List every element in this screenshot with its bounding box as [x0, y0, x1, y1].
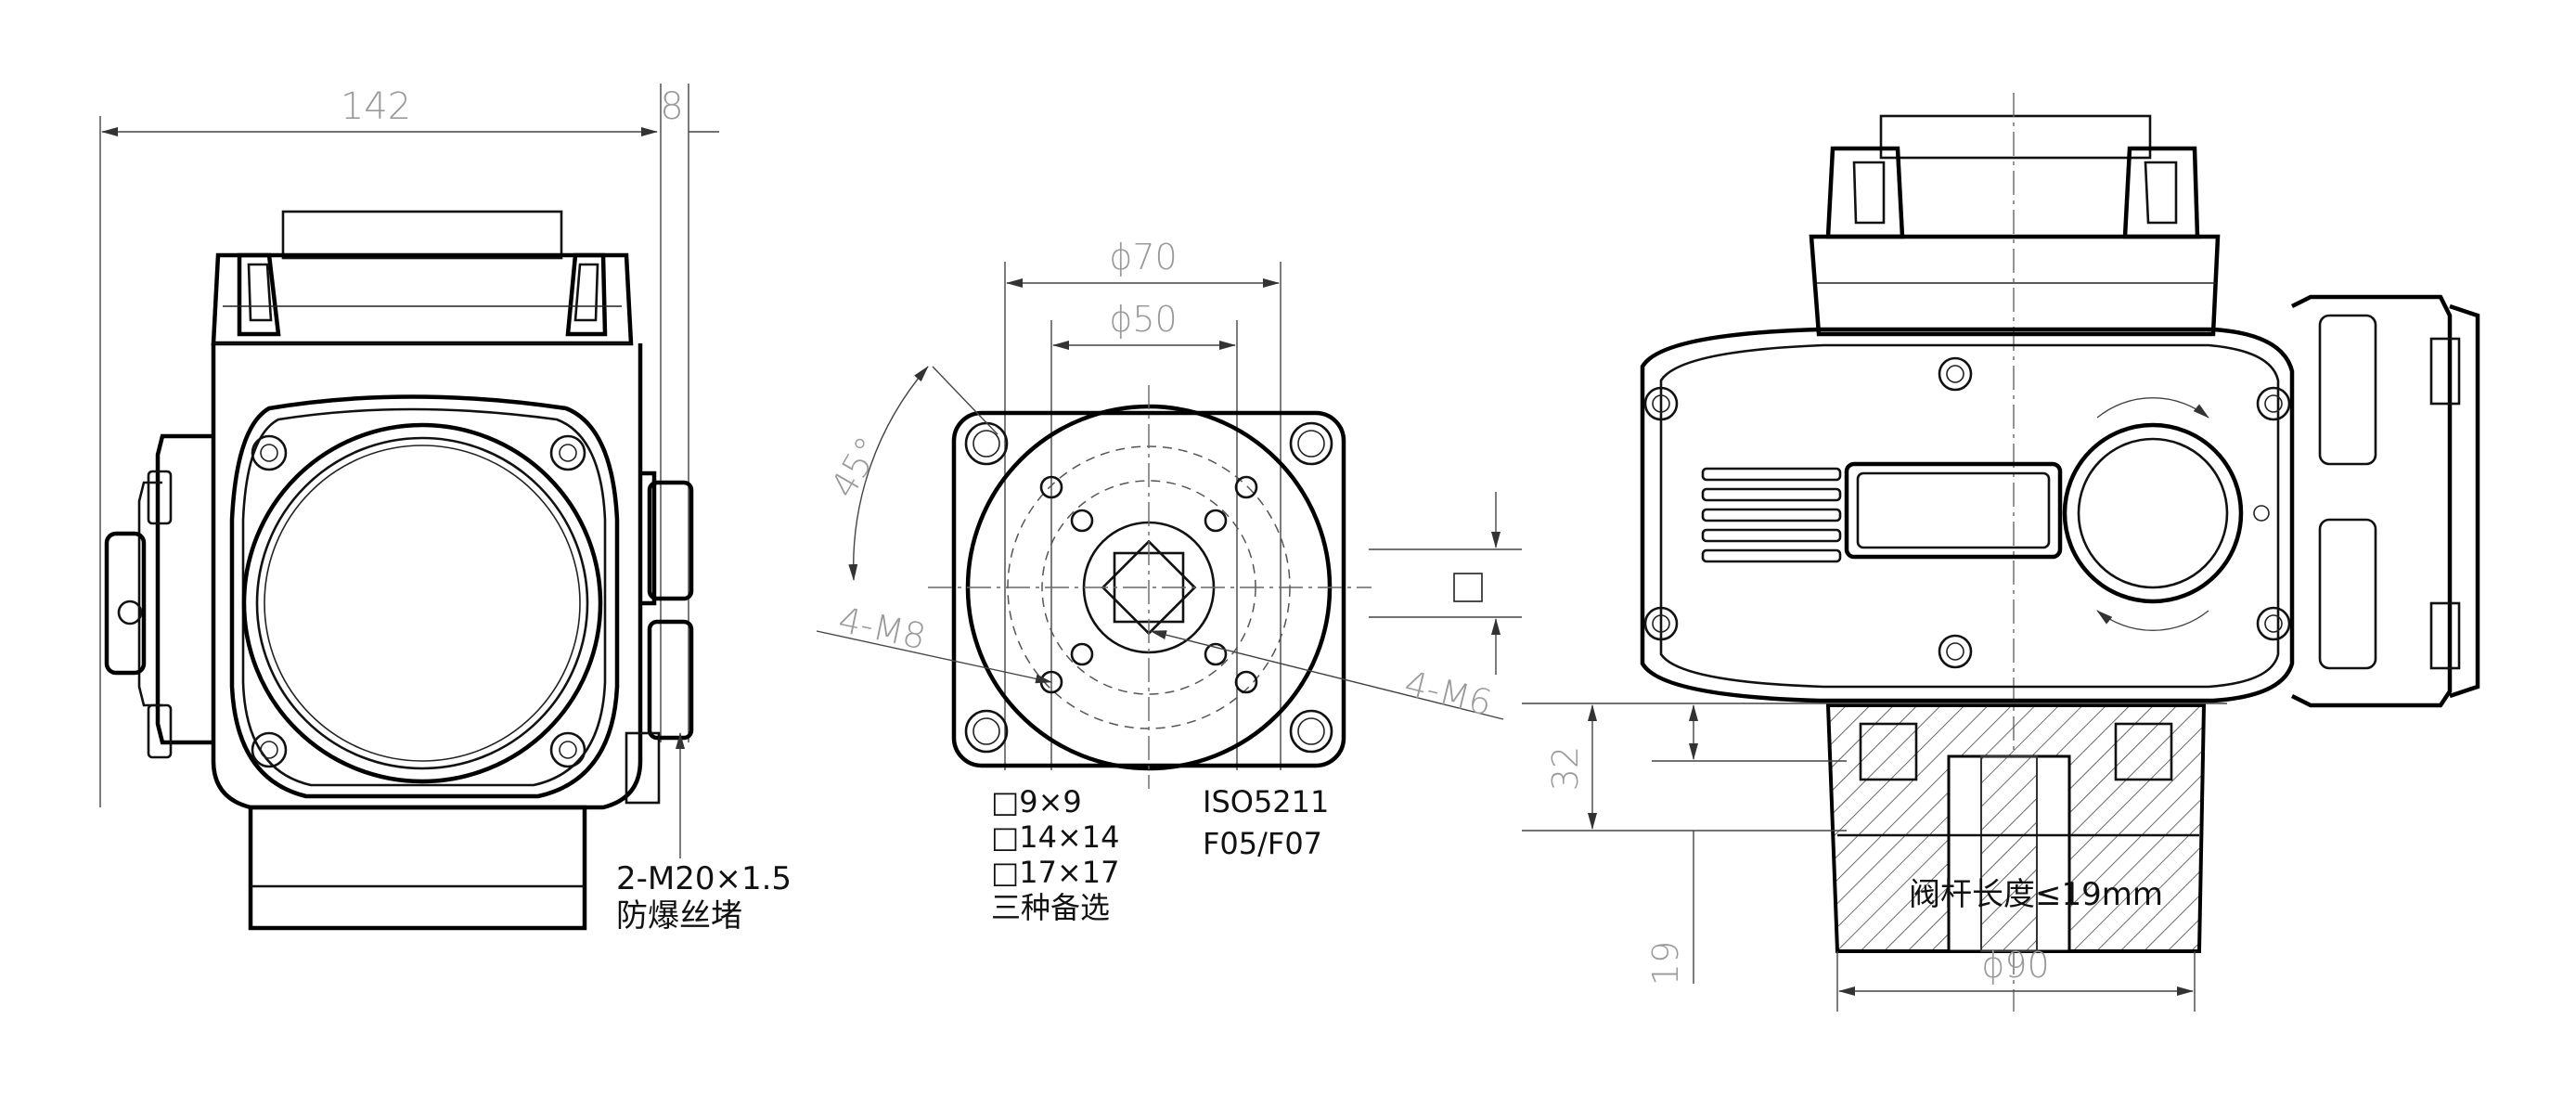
vent-slots — [1701, 467, 1842, 563]
shaft-option-2: □14×14 — [991, 819, 1119, 855]
standard-line2: F05/F07 — [1203, 826, 1322, 861]
width-dim-label: 142 — [341, 85, 411, 128]
pcd-outer-label: ϕ70 — [1109, 237, 1177, 277]
bolt-outer-label: 4-M8 — [835, 600, 930, 658]
depth-dim-label: 19 — [1645, 941, 1686, 986]
shaft-option-1: □9×9 — [991, 784, 1082, 819]
offset-dim-label: 8 — [660, 85, 683, 128]
shaft-option-3: □17×17 — [991, 855, 1119, 890]
pcd-inner-label: ϕ50 — [1109, 299, 1177, 340]
front-cover-bolts — [251, 434, 586, 768]
width-dimension: 142 8 — [99, 84, 719, 807]
stem-note: 阀杆长度≤19mm — [1909, 876, 2163, 913]
flange-view: ϕ70 ϕ50 — [816, 237, 1522, 925]
flange-corner-holes — [964, 421, 1333, 754]
height-dim-label: 32 — [1545, 746, 1586, 791]
side-view: 32 19 阀杆长度≤19mm ϕ90 — [1522, 93, 2480, 1012]
bolt-inner-label: 4-M6 — [1400, 663, 1496, 724]
shaft-option-note: 三种备选 — [991, 890, 1110, 925]
base-section — [1825, 703, 2207, 953]
plug-note-line1: 2-M20×1.5 — [616, 860, 792, 897]
standard-line1: ISO5211 — [1203, 784, 1329, 819]
base-dia-label: ϕ90 — [1981, 945, 2049, 986]
front-view: 142 8 — [99, 84, 792, 935]
angle-label: 45° — [823, 430, 890, 504]
plug-note-line2: 防爆丝堵 — [616, 897, 742, 935]
